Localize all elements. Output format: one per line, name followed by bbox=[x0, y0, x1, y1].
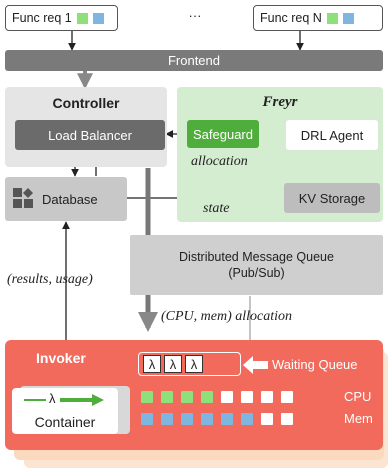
database-icon bbox=[13, 188, 33, 208]
mem-unit bbox=[161, 413, 173, 425]
cpu-unit bbox=[141, 391, 153, 403]
container-label: Container bbox=[34, 414, 96, 430]
message-queue-line2: (Pub/Sub) bbox=[228, 266, 285, 280]
waiting-queue-label: Waiting Queue bbox=[272, 357, 358, 372]
green-square-icon bbox=[76, 12, 88, 24]
cpu-unit bbox=[221, 391, 233, 403]
database-label: Database bbox=[42, 191, 98, 207]
results-usage-label: (results, usage) bbox=[7, 272, 93, 287]
waiting-queue: λ λ λ bbox=[138, 352, 241, 376]
container-lambda: λ bbox=[49, 391, 56, 406]
lambda-arrow-icon bbox=[24, 394, 104, 406]
state-label: state bbox=[203, 201, 230, 216]
mem-unit bbox=[141, 413, 153, 425]
kv-storage-box: KV Storage bbox=[284, 183, 380, 213]
cpu-unit bbox=[261, 391, 273, 403]
mem-label: Mem bbox=[344, 411, 373, 426]
database-box: Database bbox=[5, 177, 127, 221]
cpu-unit bbox=[281, 391, 293, 403]
cpu-unit bbox=[161, 391, 173, 403]
cpu-unit bbox=[201, 391, 213, 403]
mem-unit bbox=[181, 413, 193, 425]
func-request-1: Func req 1 bbox=[5, 5, 118, 31]
left-arrow-icon bbox=[243, 356, 268, 374]
mem-row bbox=[141, 413, 293, 425]
mem-unit bbox=[281, 413, 293, 425]
mem-unit bbox=[221, 413, 233, 425]
queued-request: λ bbox=[164, 355, 182, 373]
func-request-n: Func req N bbox=[253, 5, 383, 31]
queued-request: λ bbox=[185, 355, 203, 373]
cpu-mem-allocation-label: (CPU, mem) allocation bbox=[161, 309, 293, 324]
mem-unit bbox=[261, 413, 273, 425]
queued-request: λ bbox=[143, 355, 161, 373]
allocation-label: allocation bbox=[191, 154, 248, 169]
drl-agent-box: DRL Agent bbox=[286, 120, 378, 150]
mem-unit bbox=[241, 413, 253, 425]
green-square-icon bbox=[326, 12, 338, 24]
cpu-unit bbox=[241, 391, 253, 403]
func-request-n-label: Func req N bbox=[260, 11, 322, 25]
blue-square-icon bbox=[92, 12, 104, 24]
blue-square-icon bbox=[342, 12, 354, 24]
func-request-1-label: Func req 1 bbox=[12, 11, 72, 25]
invoker-title: Invoker bbox=[36, 350, 86, 366]
controller-title: Controller bbox=[52, 95, 120, 111]
safeguard-box: Safeguard bbox=[187, 120, 259, 148]
message-queue-line1: Distributed Message Queue bbox=[179, 250, 334, 264]
container-box: λ Container bbox=[12, 388, 118, 434]
freyr-title: Freyr bbox=[262, 94, 298, 110]
cpu-row bbox=[141, 391, 293, 403]
cpu-unit bbox=[181, 391, 193, 403]
cpu-label: CPU bbox=[344, 389, 372, 404]
load-balancer: Load Balancer bbox=[15, 120, 165, 150]
mem-unit bbox=[201, 413, 213, 425]
frontend-bar: Frontend bbox=[5, 50, 383, 71]
message-queue-box: Distributed Message Queue (Pub/Sub) bbox=[130, 235, 383, 295]
func-request-ellipsis: ··· bbox=[188, 8, 202, 23]
